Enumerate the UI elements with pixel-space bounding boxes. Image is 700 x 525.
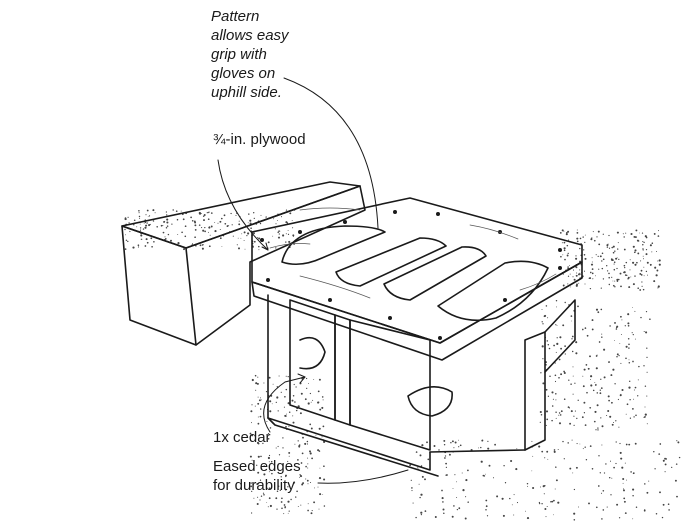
leader-lines (217, 77, 409, 484)
cedar-side-right (429, 299, 576, 453)
label-cedar: 1x cedar (213, 429, 271, 446)
ground-texture (124, 209, 681, 521)
cedar-side-left (267, 294, 439, 477)
label-pattern: Pattern allows easy grip with gloves on … (211, 8, 289, 101)
retaining-wall (121, 181, 366, 346)
label-eased-edges: Eased edges for durability (213, 458, 301, 494)
cavity (289, 299, 453, 451)
label-plywood: ¾-in. plywood (213, 131, 306, 148)
plywood-top (251, 197, 583, 344)
screw-heads (260, 210, 562, 340)
